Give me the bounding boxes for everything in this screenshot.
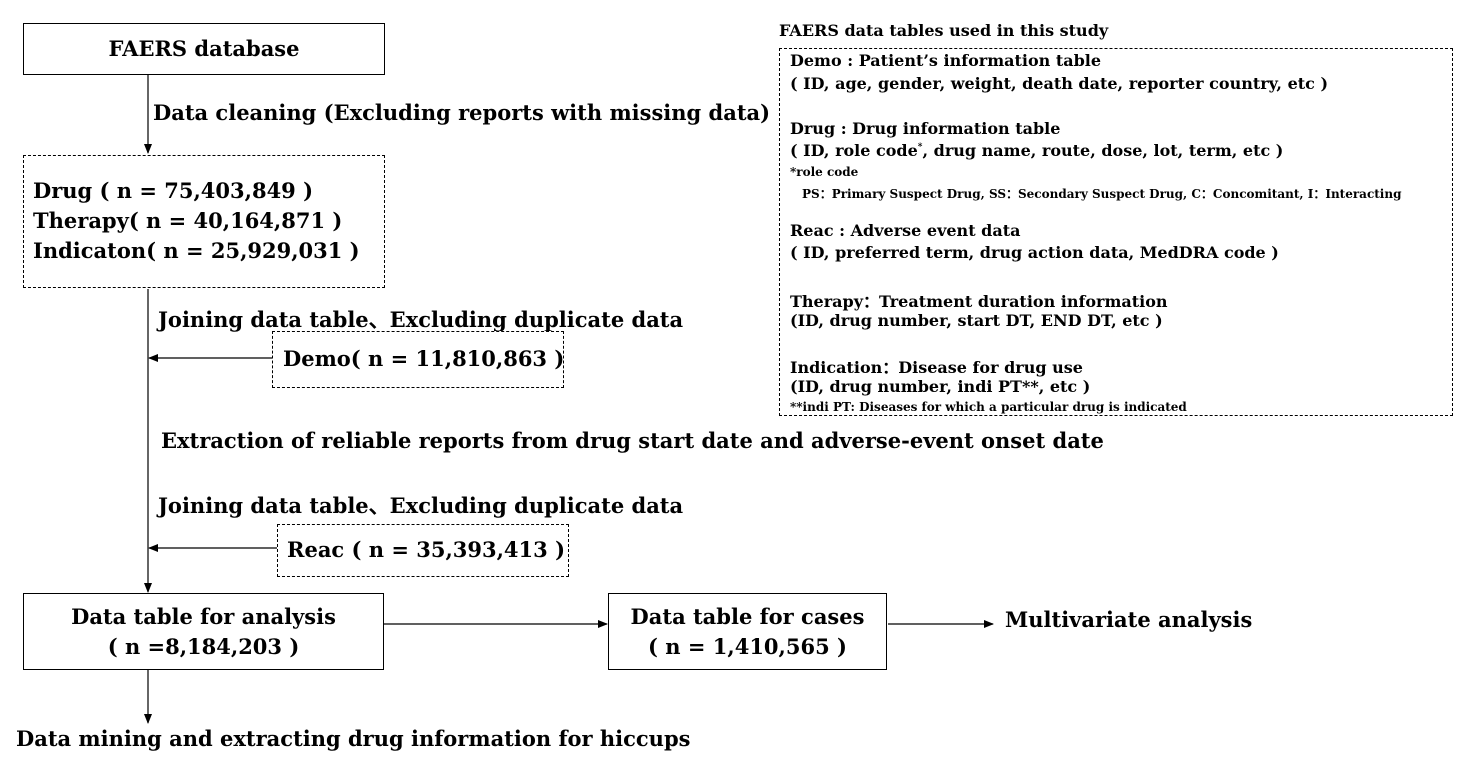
reac-count: Reac ( n = 35,393,413 )	[287, 537, 566, 562]
join-step-1: Joining data table、Excluding duplicate d…	[158, 307, 684, 332]
therapy-count: Therapy( n = 40,164,871 )	[33, 208, 343, 233]
join-step-2: Joining data table、Excluding duplicate d…	[158, 493, 684, 518]
legend-indication-heading: Indication：Disease for drug use	[790, 358, 1083, 377]
data-cleaning-step: Data cleaning (Excluding reports with mi…	[153, 100, 771, 125]
demo-box: Demo( n = 11,810,863 )	[272, 331, 564, 388]
faers-database-box: FAERS database	[23, 23, 385, 75]
legend-drug-fields-a: ( ID, role code	[790, 141, 918, 160]
legend-title: FAERS data tables used in this study	[779, 21, 1109, 40]
cases-table-box: Data table for cases ( n = 1,410,565 )	[608, 593, 887, 670]
legend-demo-fields: ( ID, age, gender, weight, death date, r…	[790, 74, 1329, 93]
legend-indi-note: **indi PT: Diseases for which a particul…	[790, 400, 1187, 414]
faers-database-label: FAERS database	[108, 36, 300, 61]
analysis-table-box: Data table for analysis ( n =8,184,203 )	[23, 593, 384, 670]
legend-therapy-fields: (ID, drug number, start DT, END DT, etc …	[790, 311, 1163, 330]
indication-count: Indicaton( n = 25,929,031 )	[33, 238, 360, 263]
multivariate-analysis: Multivariate analysis	[1005, 607, 1253, 632]
legend-drug-fields-sup: *	[917, 142, 923, 153]
drug-count: Drug ( n = 75,403,849 )	[33, 178, 314, 203]
cases-table-label: Data table for cases	[630, 604, 865, 629]
demo-count: Demo( n = 11,810,863 )	[283, 346, 565, 371]
reac-box: Reac ( n = 35,393,413 )	[277, 524, 569, 577]
legend-demo-heading: Demo : Patient’s information table	[790, 51, 1102, 70]
cleaned-tables-box: Drug ( n = 75,403,849 ) Therapy( n = 40,…	[23, 155, 385, 288]
legend-therapy-heading: Therapy：Treatment duration information	[790, 292, 1168, 311]
data-mining-step: Data mining and extracting drug informat…	[16, 726, 691, 751]
legend-reac-fields: ( ID, preferred term, drug action data, …	[790, 243, 1279, 262]
legend-box: Demo : Patient’s information table ( ID,…	[779, 48, 1453, 416]
legend-indication-fields: (ID, drug number, indi PT**, etc )	[790, 377, 1091, 396]
analysis-table-label: Data table for analysis	[71, 604, 336, 629]
extraction-step: Extraction of reliable reports from drug…	[161, 428, 1104, 453]
analysis-table-count: ( n =8,184,203 )	[107, 634, 300, 659]
legend-drug-heading: Drug : Drug information table	[790, 119, 1061, 138]
legend-reac-heading: Reac : Adverse event data	[790, 221, 1021, 240]
legend-drug-fields-b: , drug name, route, dose, lot, term, etc…	[922, 141, 1284, 160]
legend-role-code-note: *role code	[790, 165, 859, 179]
legend-role-code-values: PS：Primary Suspect Drug, SS：Secondary Su…	[802, 187, 1402, 201]
cases-table-count: ( n = 1,410,565 )	[648, 634, 847, 659]
legend-drug-fields: ( ID, role code*, drug name, route, dose…	[790, 141, 1283, 160]
